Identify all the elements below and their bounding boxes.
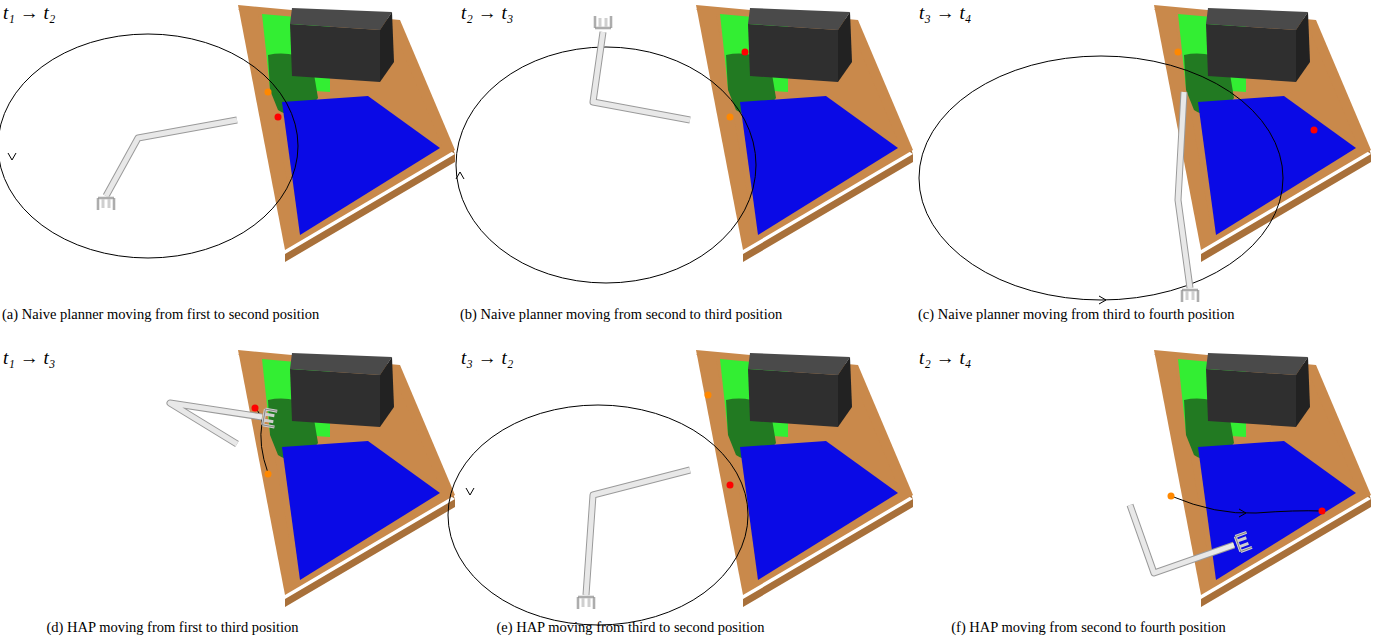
subfigure-caption: (e) HAP moving from third to second posi… (458, 619, 803, 636)
subfigure-caption: (b) Naive planner moving from second to … (460, 306, 900, 323)
subfigure-caption: (d) HAP moving from first to third posit… (0, 619, 345, 636)
panel-time-label: t₂ → t₃ (461, 2, 513, 24)
panel-time-label: t₁ → t₃ (3, 347, 55, 369)
panel-c (919, 5, 1371, 304)
subfigure-caption: (c) Naive planner moving from third to f… (918, 306, 1358, 323)
subfigure-caption: (a) Naive planner moving from first to s… (2, 306, 442, 323)
panel-time-label: t₂ → t₄ (919, 347, 971, 369)
panel-d (170, 350, 455, 607)
panel-f (1130, 350, 1371, 607)
panel-e (448, 350, 913, 625)
panel-time-label: t₁ → t₂ (3, 2, 55, 24)
panel-time-label: t₃ → t₄ (919, 2, 971, 24)
panel-a (0, 5, 455, 262)
subfigure-caption: (f) HAP moving from second to fourth pos… (916, 619, 1261, 636)
panel-time-label: t₃ → t₂ (461, 347, 513, 369)
panel-b (456, 5, 913, 283)
